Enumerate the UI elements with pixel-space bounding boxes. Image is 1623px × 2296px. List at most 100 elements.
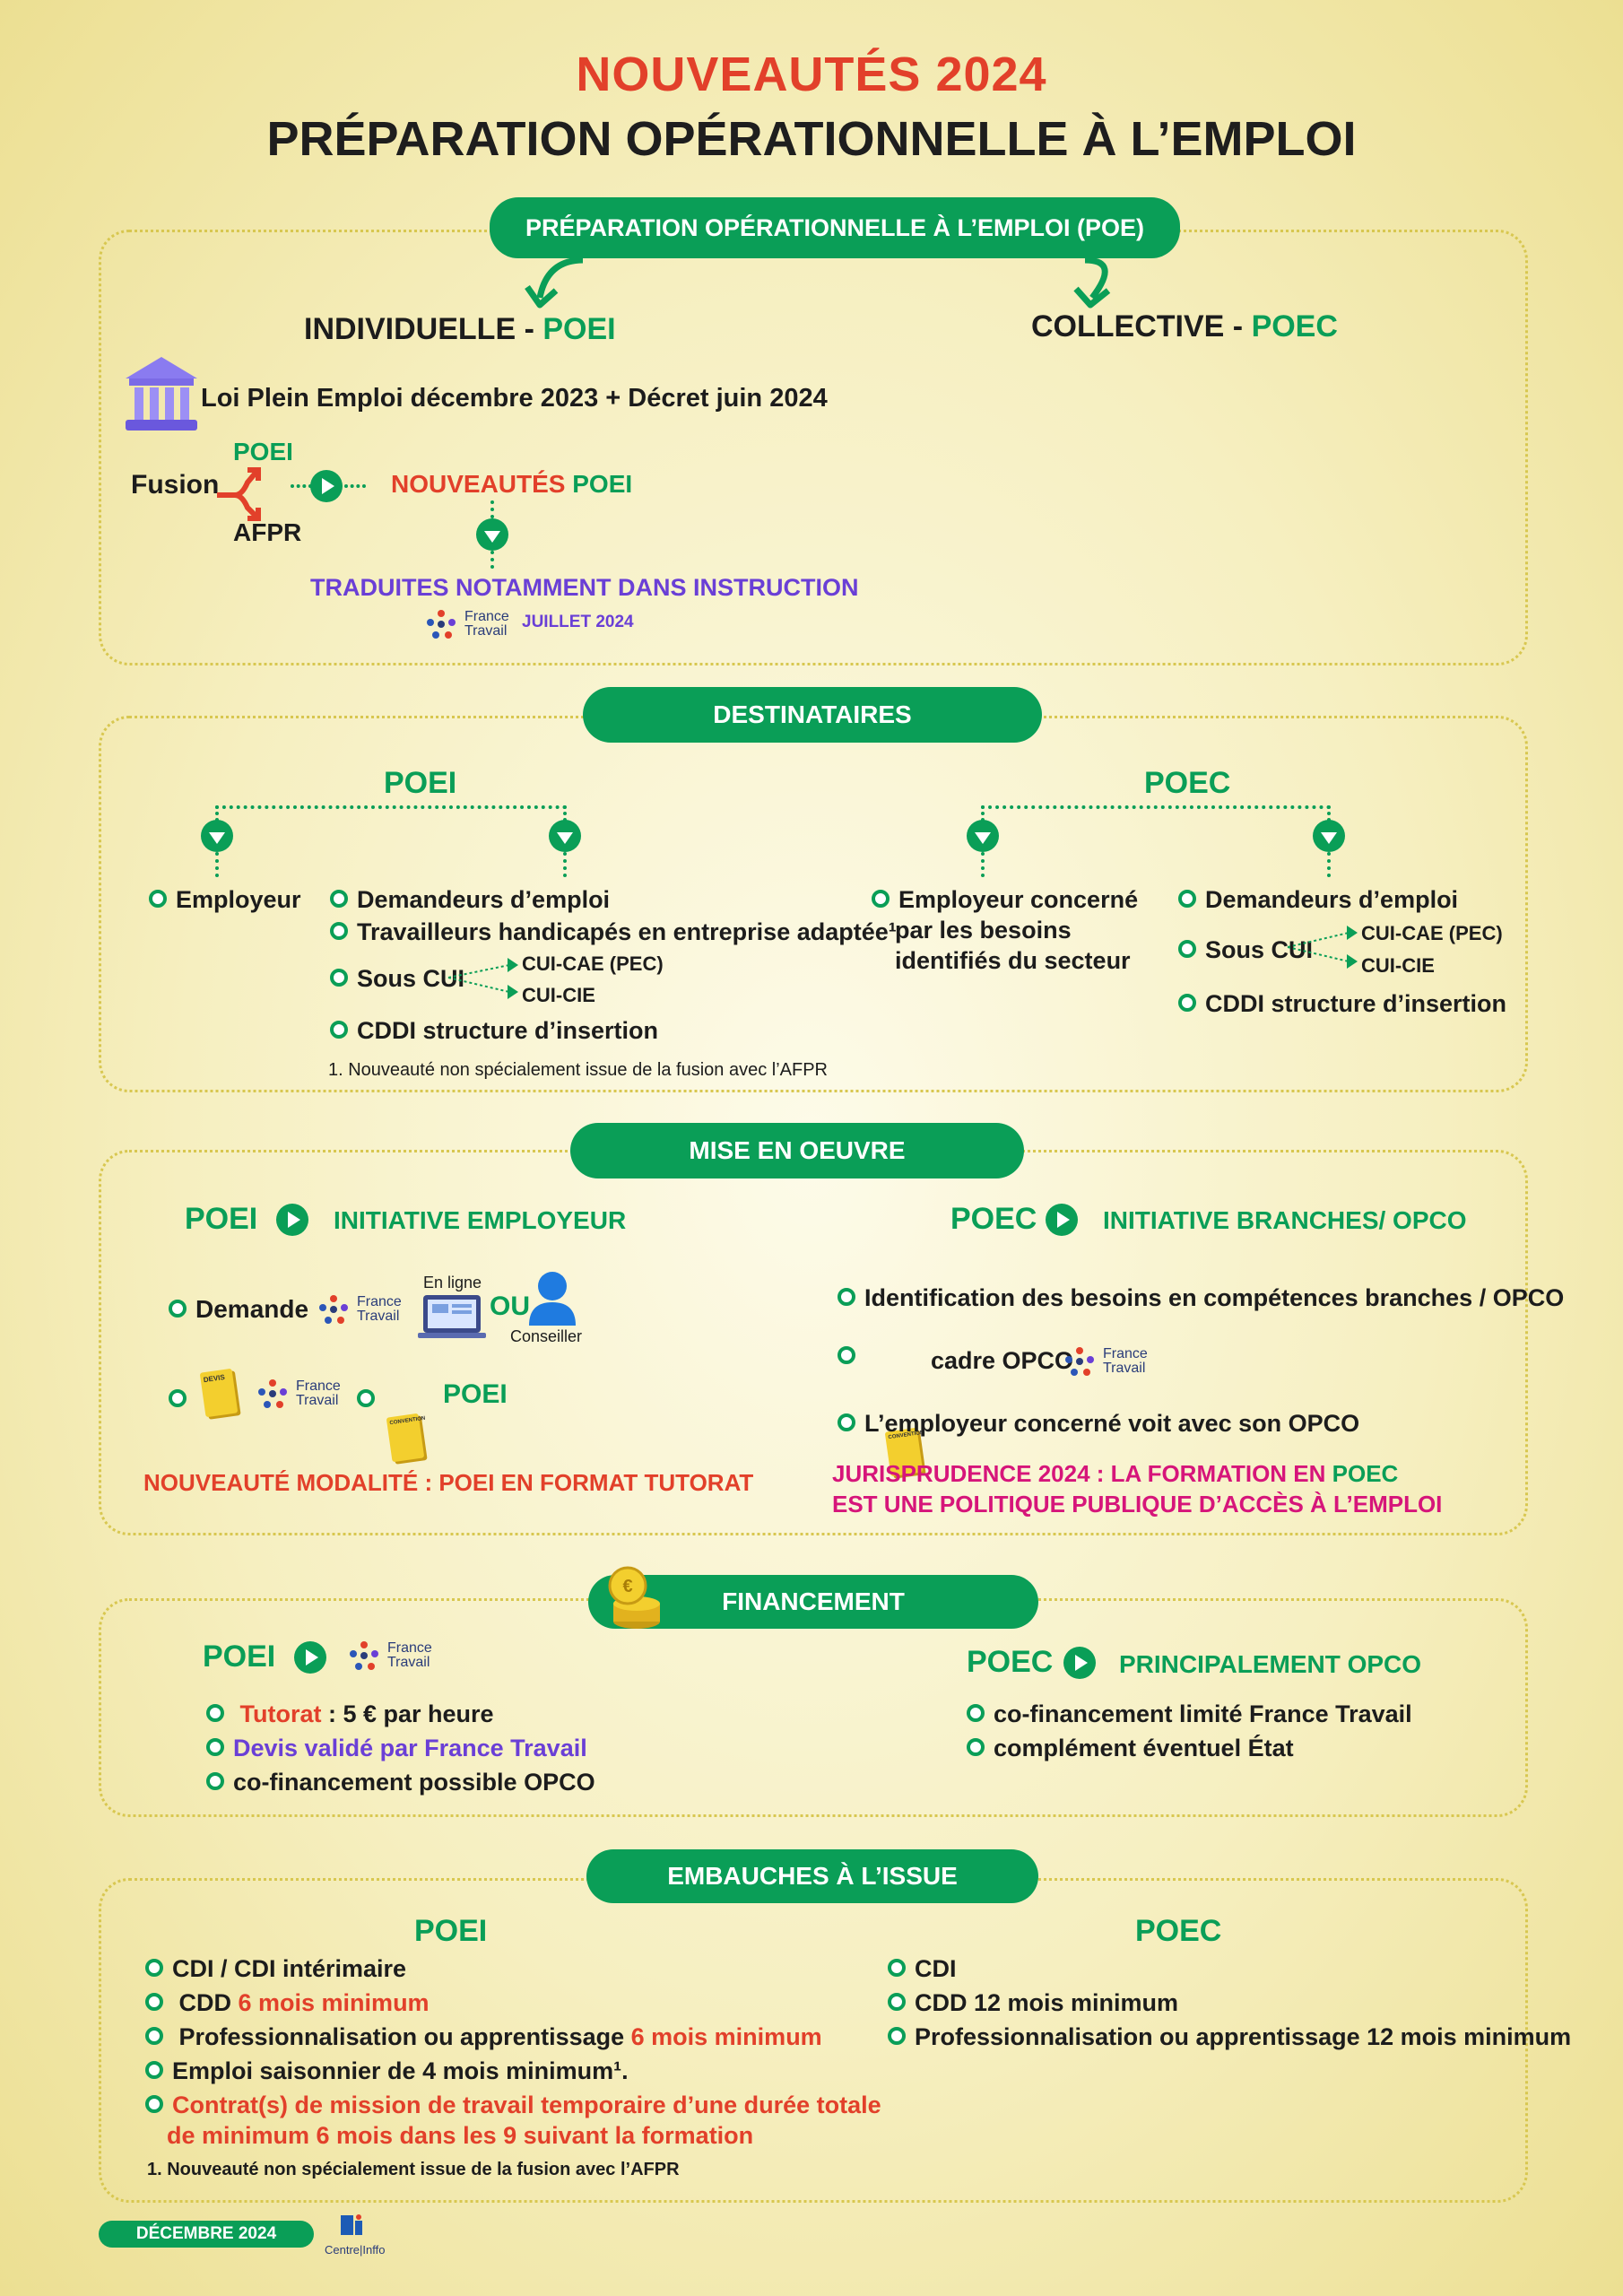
ft-line1: France [387,1640,432,1656]
emb-poei-saison: Emploi saisonnier de 4 mois minimum¹. [145,2057,629,2085]
dest-poei-vline-l [215,805,219,822]
dest-poec-item-3: CDDI structure d’insertion [1178,990,1506,1018]
nouveautes-label: NOUVEAUTÉS [391,470,573,498]
meo-demande: Demande [169,1295,308,1324]
split-arrows [525,257,1111,309]
fusion-label: Fusion [131,470,220,500]
meo-poec-item-2-bullet [838,1349,864,1367]
dest-poei-vline-l2 [215,852,219,877]
fin-poei-tutorat: Tutorat : 5 € par heure [206,1700,494,1728]
emb-poei-title: POEI [414,1914,488,1948]
meo-poec-initiative: INITIATIVE BRANCHES/ OPCO [1103,1206,1467,1234]
dest-poei-down-l [201,820,233,852]
laptop-icon [418,1295,486,1338]
emb-poei-pro-a: Professionnalisation ou apprentissage [178,2023,631,2050]
collective-heading: COLLECTIVE - POEC [1031,309,1338,344]
dest-poei-down-r [549,820,581,852]
financement-pill: FINANCEMENT [588,1575,1038,1629]
dest-poec-title: POEC [1144,766,1231,800]
fin-poec-play-icon [1063,1647,1096,1679]
dest-poei-employeur: Employeur [149,886,301,914]
emb-poei-contrat-2: de minimum 6 mois dans les 9 suivant la … [167,2122,754,2149]
individuelle-label: INDIVIDUELLE - [304,312,543,346]
emb-footnote: 1. Nouveauté non spécialement issue de l… [147,2160,680,2179]
ft-line2: Travail [1103,1361,1146,1376]
individuelle-acronym: POEI [542,312,616,346]
destinataires-pill: DESTINATAIRES [583,687,1042,743]
dest-poei-item-1: Demandeurs d’emploi [330,886,610,914]
meo-poec-item-2: cadre OPCO [931,1347,1074,1374]
fin-poec-item-1: co-financement limité France Travail [967,1700,1412,1728]
emb-poec-title: POEC [1135,1914,1222,1948]
nouveautes-vline-1 [490,500,494,518]
fusion-bottom: AFPR [233,518,302,546]
main-subtitle: PRÉPARATION OPÉRATIONNELLE À L’EMPLOI [266,112,1357,166]
ft-line2: Travail [357,1309,400,1324]
meo-poei-end: POEI [443,1379,508,1409]
fin-poei-title: POEI [203,1639,276,1674]
fusion-top: POEI [233,438,293,465]
dest-poec-branch [981,805,1331,809]
emb-poei-pro-b: 6 mois minimum [630,2023,822,2050]
dest-poec-vline-l2 [981,852,985,877]
convention-doc-icon: CONVENTION [386,1413,426,1463]
mise-en-oeuvre-pill: MISE EN OEUVRE [570,1123,1024,1178]
dest-poec-cui-1: CUI-CAE (PEC) [1361,922,1503,944]
fusion-play-icon [310,470,343,502]
fin-poec-item-2: complément éventuel État [967,1735,1294,1762]
embauches-pill: EMBAUCHES À L’ISSUE [586,1849,1038,1903]
dest-poec-cui-arrows [1287,926,1358,969]
arrow-left [536,257,584,299]
dest-poec-vline-l [981,805,985,822]
person-icon [529,1272,576,1326]
meo-devis-bullet [169,1392,195,1410]
ou-label: OU [490,1292,530,1321]
meo-poec-item-1: Identification des besoins en compétence… [838,1284,1564,1312]
dest-poei-vline-r [563,805,567,822]
dest-poec-item-1: Demandeurs d’emploi [1178,886,1458,914]
dest-poei-cui-1: CUI-CAE (PEC) [522,952,664,975]
arrow-left-head [525,284,559,309]
ft-line2: Travail [464,623,508,639]
law-text: Loi Plein Emploi décembre 2023 + Décret … [201,384,828,413]
emb-poei-cdd-a: CDD [178,1989,239,2016]
dest-poec-down-r [1313,820,1345,852]
jurisprudence-line-2: EST UNE POLITIQUE PUBLIQUE D’ACCÈS À L’E… [832,1491,1443,1518]
arrow-right-head [1073,286,1111,309]
jurisprudence-line-1b: POEC [1332,1460,1399,1487]
dest-poec-item-2: Sous CUI [1178,936,1313,964]
main-title: NOUVEAUTÉS 2024 [576,48,1047,101]
emb-poec-item-3: Professionnalisation ou apprentissage 12… [888,2023,1571,2051]
en-ligne-label: En ligne [423,1274,482,1292]
emb-poec-item-2: CDD 12 mois minimum [888,1989,1178,2017]
fin-poei-cofinancement: co-financement possible OPCO [206,1769,595,1796]
france-travail-icon [427,610,456,639]
dest-poei-item-4: CDDI structure d’insertion [330,1017,658,1045]
bank-icon [126,357,197,430]
dest-poec-vline-r2 [1327,852,1331,877]
fusion-dotline-2 [344,484,366,488]
meo-poei-title: POEI [185,1202,258,1236]
dest-poei-cui-2: CUI-CIE [522,984,595,1006]
collective-acronym: POEC [1251,309,1338,344]
fin-poei-devis: Devis validé par France Travail [206,1735,587,1762]
logo-line1: Centre [325,2243,360,2257]
nouveautes-vline-2 [490,551,494,569]
individuelle-heading: INDIVIDUELLE - POEI [304,312,616,347]
meo-poec-play-icon [1046,1204,1078,1236]
arrow-right [1084,257,1108,300]
dest-poei-cui-arrows [447,958,518,999]
france-travail-icon [319,1295,348,1324]
nouveautes-acronym: POEI [572,470,633,498]
dest-poei-item-3: Sous CUI [330,965,464,993]
logo-line2: Inffo [362,2243,386,2257]
ft-line1: France [296,1378,341,1394]
devis-doc-icon: DEVIS [199,1368,239,1418]
dest-poec-employeur-3: identifiés du secteur [895,947,1131,974]
fusion-split-icon [217,467,261,521]
meo-poei-initiative: INITIATIVE EMPLOYEUR [334,1206,627,1234]
ft-line1: France [1103,1346,1148,1361]
